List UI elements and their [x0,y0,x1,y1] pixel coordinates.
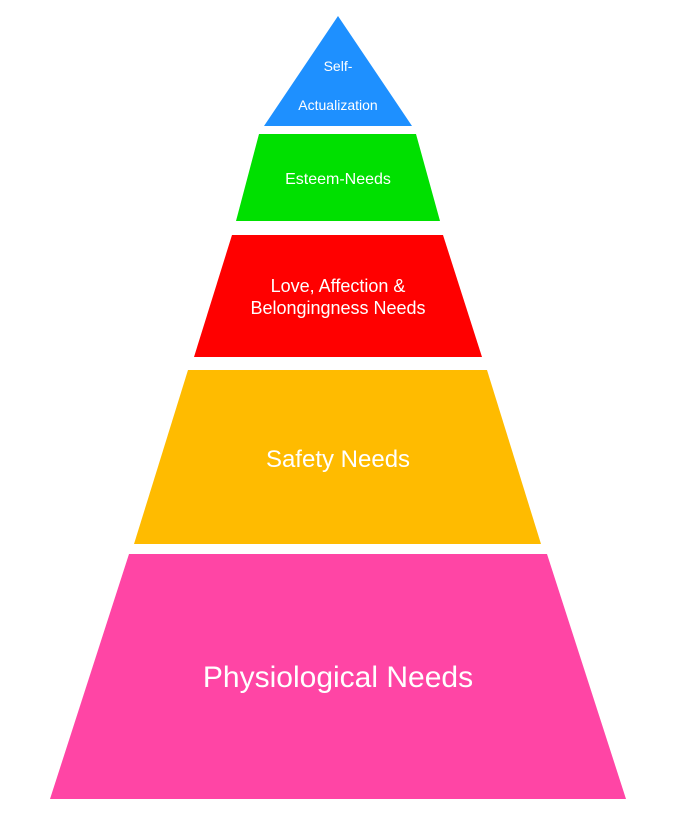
tier-self-actualization: Self- Actualization [264,16,412,126]
tier-esteem-needs: Esteem-Needs [236,134,440,221]
tier-physiological-needs: Physiological Needs [50,554,626,799]
tier-physiological-needs-label: Physiological Needs [203,661,473,694]
tier-safety-needs-label: Safety Needs [266,446,410,473]
tier-love-belongingness-shape [194,235,482,357]
tier-love-belongingness-label-line-1: Love, Affection & [271,276,406,296]
tier-love-belongingness: Love, Affection & Belongingness Needs [194,235,482,357]
tier-self-actualization-label-line-1: Self- [324,58,353,74]
tier-safety-needs-shape [134,370,541,544]
tier-physiological-needs-shape [50,554,626,799]
tier-esteem-needs-label: Esteem-Needs [285,171,391,188]
tier-self-actualization-label-line-2: Actualization [298,97,377,113]
tier-safety-needs: Safety Needs [134,370,541,544]
tier-love-belongingness-label-line-2: Belongingness Needs [250,298,425,318]
tier-self-actualization-shape [264,16,412,126]
tier-esteem-needs-shape [236,134,440,221]
